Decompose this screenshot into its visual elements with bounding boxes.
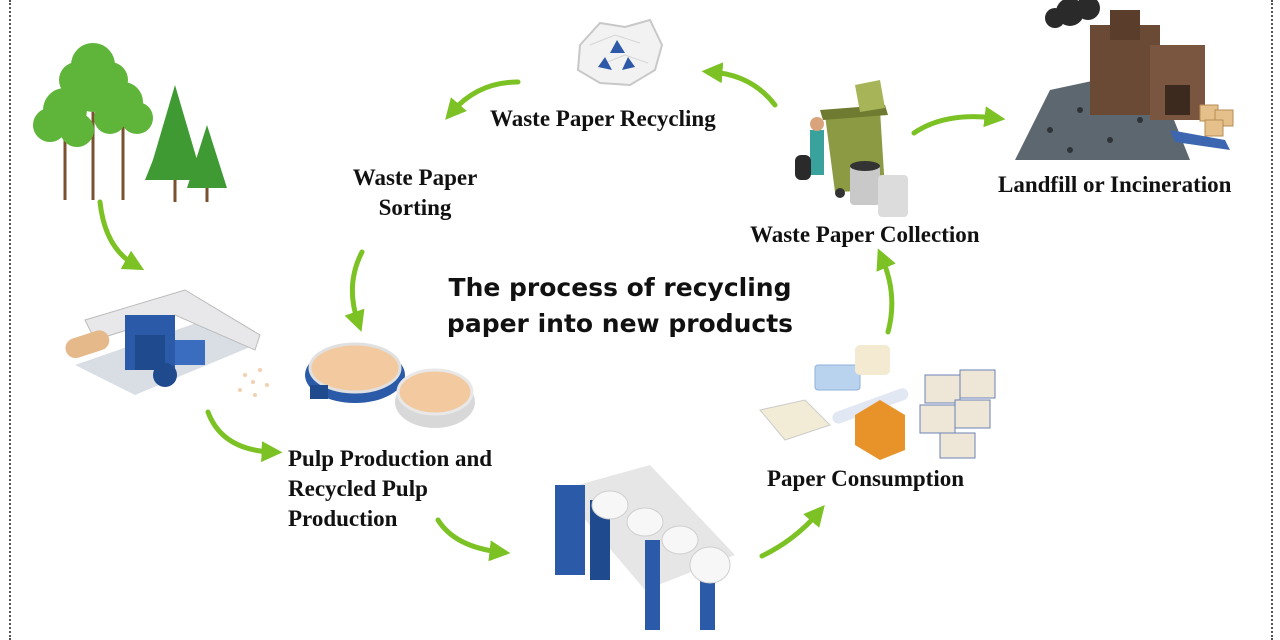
arrow-collection-to-recycling [701, 62, 778, 108]
arrow-trees-to-debarker [97, 199, 145, 271]
waste-paper-recycling-label: Waste Paper Recycling [490, 106, 716, 131]
paper-machine-icon [555, 465, 735, 630]
title-line2: paper into new products [446, 309, 794, 338]
arrow-sorting-to-vats [344, 249, 365, 332]
pulp-production-label: Pulp Production and Recycled Pulp Produc… [288, 444, 492, 534]
waste-bins-icon [795, 80, 908, 217]
pulp-production-line2: Recycled Pulp [288, 476, 428, 501]
waste-paper-sorting-line1: Waste Paper [352, 165, 478, 190]
pulp-vats-icon [305, 342, 475, 428]
pulp-production-line3: Production [288, 506, 398, 531]
landfill-factory-icon [1015, 0, 1234, 160]
arrow-debarker-to-pulp-label [205, 409, 283, 463]
waste-paper-sorting-line2: Sorting [378, 195, 452, 220]
arrow-collection-to-landfill [911, 106, 1006, 136]
pulp-production-line1: Pulp Production and [288, 446, 493, 471]
arrow-pulp-to-paper-machine [435, 517, 511, 562]
debarking-machine-icon [65, 289, 269, 397]
arrow-machine-to-consumption [759, 505, 825, 559]
waste-paper-sorting-label: Waste Paper Sorting [340, 163, 490, 223]
arrow-consumption-to-collection [876, 248, 896, 335]
paper-consumption-label: Paper Consumption [767, 466, 965, 491]
recycling-paper-icon [576, 18, 664, 87]
paper-products-icon [759, 345, 996, 460]
arrow-recycling-to-sorting [445, 79, 521, 120]
left-dotted-border [9, 0, 11, 640]
landfill-or-incineration-label: Landfill or Incineration [998, 172, 1232, 197]
trees-icon [33, 43, 227, 202]
waste-paper-collection-label: Waste Paper Collection [750, 222, 980, 247]
diagram-title: The process of recycling paper into new … [430, 270, 810, 342]
right-dotted-border [1271, 0, 1273, 640]
title-line1: The process of recycling [448, 273, 792, 302]
